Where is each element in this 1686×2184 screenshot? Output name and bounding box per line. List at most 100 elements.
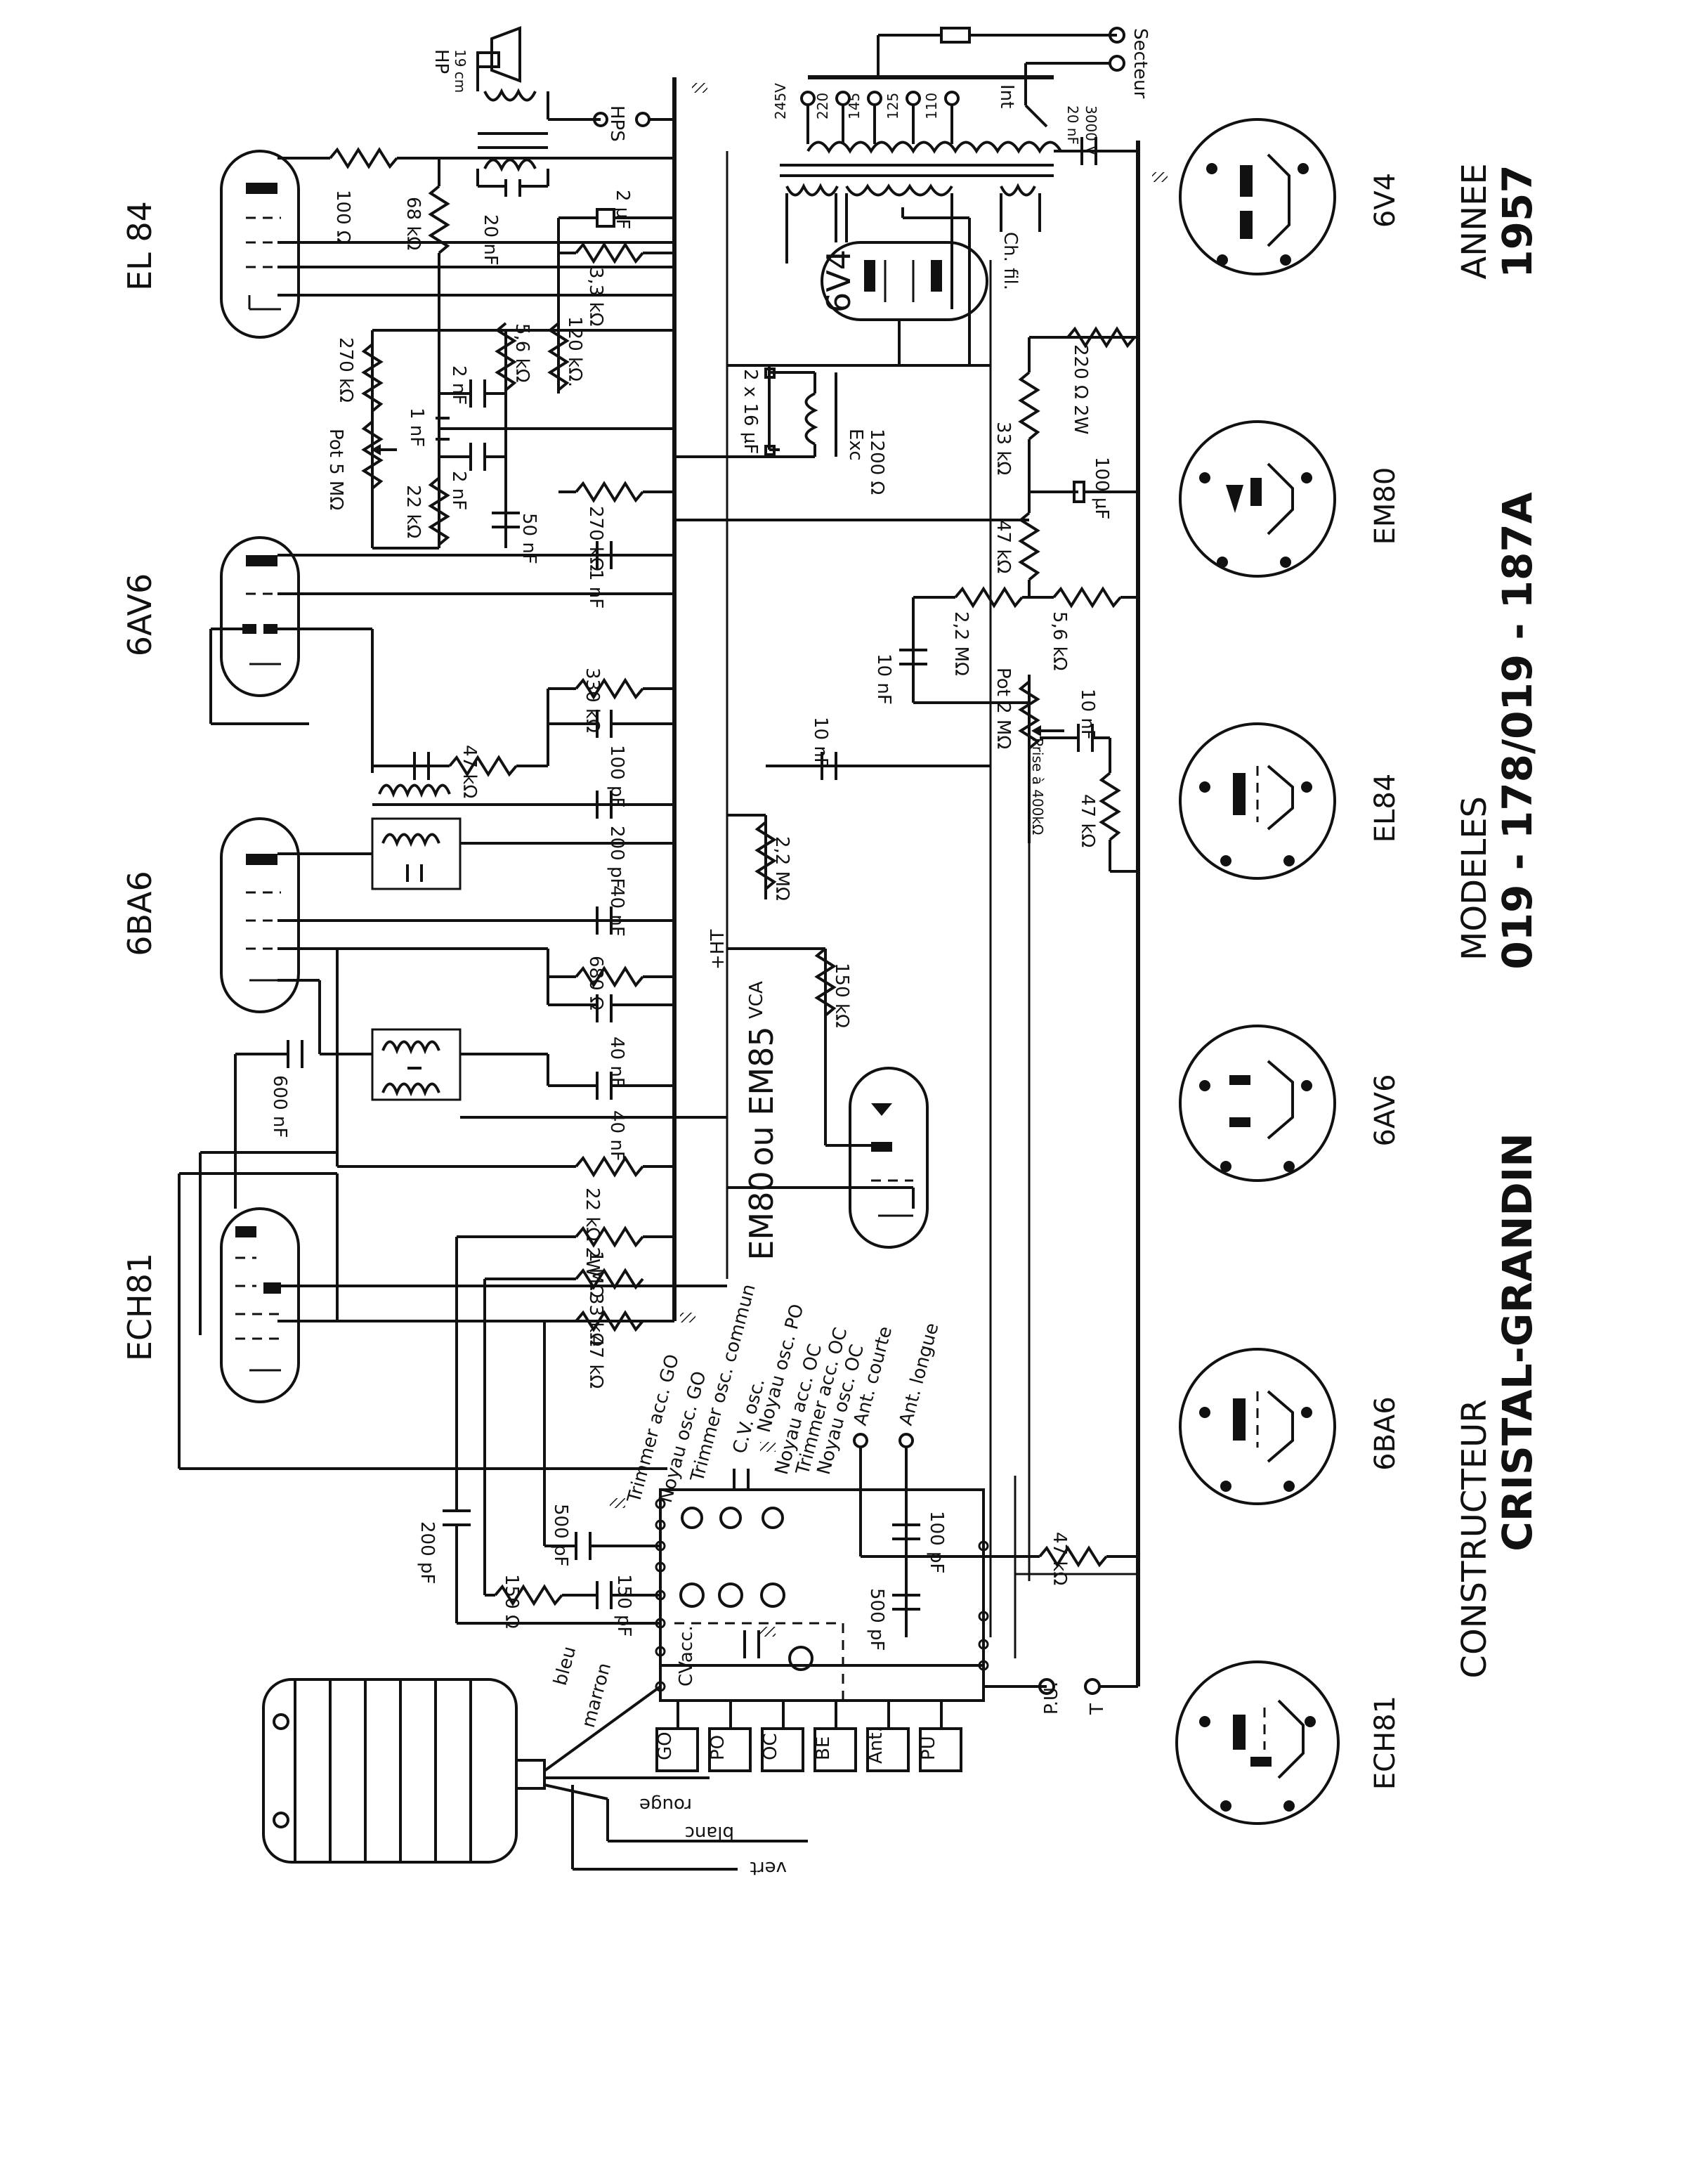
tube-ech81: ECH81 — [121, 1207, 300, 1403]
r-47k-d-label: 47 kΩ — [1077, 794, 1098, 847]
c-2nf-b-label: 2 nF — [448, 471, 469, 510]
base-6v4: 6V4 — [1179, 118, 1401, 275]
c-2x16-label: 2 x 16 µF — [740, 369, 761, 454]
c-100pf-a-label: 100 pF — [606, 745, 627, 807]
c-20nf-3000-label: 20 nF — [1064, 105, 1081, 145]
bus-lines — [672, 77, 1140, 1686]
caption-block: ANNEE 1957 MODELES 019 - 178/019 - 187A … — [1455, 163, 1541, 1678]
r-33k-fb-label: 3,3 kΩ — [585, 267, 606, 327]
tube-6ba6: 6BA6 — [121, 817, 300, 1013]
base-6av6: 6AV6 — [1179, 1025, 1401, 1182]
c-2nf-a-label: 2 nF — [448, 365, 469, 405]
tube-el84: EL 84 — [121, 150, 300, 339]
switch-key-ant: Ant. — [865, 1727, 910, 1772]
r-47k-a-label: 47 kΩ — [459, 745, 480, 798]
constructeur-label: CONSTRUCTEUR — [1455, 1399, 1494, 1678]
coil-label-cv-acc: CVacc. — [676, 1625, 697, 1686]
c-100pf-b-label: 100 pF — [926, 1511, 947, 1573]
base-label-el84: EL84 — [1369, 774, 1401, 843]
em80-indicator: 150 kΩ EM80 ou EM85 VCA +HT 2,2 MΩ 10 nF — [707, 717, 991, 1261]
c-200pf-a-label: 200 pF — [606, 826, 627, 888]
base-label-em80: EM80 — [1369, 467, 1401, 545]
base-label-6v4: 6V4 — [1369, 173, 1401, 228]
exc-label: Exc — [845, 429, 866, 461]
switch-key-po-label: PO — [707, 1735, 728, 1760]
annee-value: 1957 — [1494, 164, 1541, 278]
r-33k-c-label: 33 kΩ — [993, 422, 1014, 475]
switch-key-oc-label: OC — [760, 1733, 781, 1760]
exc-val-label: 1200 Ω — [866, 429, 887, 495]
secteur-label: Secteur — [1130, 28, 1151, 98]
wire-label-marron: marron — [578, 1660, 615, 1730]
v-3000-label: 3000 V — [1083, 105, 1099, 155]
modeles-value: 019 - 178/019 - 187A — [1494, 492, 1541, 969]
tube-label-em85: ou EM85 — [743, 1026, 780, 1166]
wire-label-vert: vert — [750, 1857, 787, 1878]
c-500pf-a-label: 500 pF — [550, 1504, 571, 1566]
int-label: Int — [996, 84, 1017, 108]
wire-label-rouge: rouge — [639, 1794, 692, 1815]
r-150-label: 150 Ω — [501, 1574, 522, 1629]
coil-label-ant-longue: Ant. longue — [896, 1321, 943, 1428]
c-500pf-b-label: 500 pF — [866, 1588, 887, 1651]
tube-label-6ba6: 6BA6 — [121, 871, 159, 956]
tap-label-4: 125 — [884, 93, 901, 119]
r-47k-c-label: 47 kΩ — [993, 520, 1014, 573]
tap-label-5: 110 — [923, 93, 940, 119]
t-label: T — [1087, 1703, 1108, 1715]
c-20nf-label: 20 nF — [480, 214, 501, 266]
wire-label-blanc: blanc — [685, 1822, 734, 1843]
base-el84: EL84 — [1179, 722, 1401, 880]
tube-label-em80: EM80 — [743, 1171, 780, 1260]
r-47k-b-label: 47 kΩ — [585, 1335, 606, 1389]
switch-key-pu: PU — [918, 1727, 962, 1772]
base-ech81: ECH81 — [1175, 1660, 1401, 1825]
pot-5m-label: Pot 5 MΩ — [325, 429, 346, 510]
ht-label: +HT — [707, 930, 728, 970]
tube-label-6v4: 6V4 — [820, 249, 858, 313]
vca-label: VCA — [746, 981, 767, 1019]
c-100uf-label: 100 µF — [1091, 457, 1112, 519]
r-5-6k-a-label: 5,6 kΩ — [511, 323, 532, 383]
r-2-2m-a-label: 2,2 MΩ — [950, 611, 972, 676]
prise-label: Prise à 400kΩ — [1029, 738, 1046, 835]
converter-ech81-stage: 1 MΩ 33 kΩ 47 kΩ 200 pF 500 pF 150 Ω 150… — [178, 1151, 727, 1637]
c-1nf-b-label: 1 nF — [585, 569, 606, 609]
c-200pf-b-label: 200 pF — [417, 1521, 438, 1584]
c-40nf-c-label: 40 nF — [606, 1110, 627, 1162]
annee-label: ANNEE — [1455, 163, 1494, 279]
tube-label-6av6: 6AV6 — [121, 573, 159, 657]
tap-label-1: 245V — [772, 83, 789, 119]
ground-symbols — [610, 83, 1168, 1637]
base-label-ech81: ECH81 — [1369, 1696, 1401, 1790]
tube-6av6: 6AV6 — [121, 536, 300, 697]
c-10nf-b-label: 10 nF — [1077, 689, 1098, 740]
base-label-6ba6: 6BA6 — [1369, 1396, 1401, 1471]
tube-label-el84: EL 84 — [121, 201, 159, 291]
tube-label-ech81: ECH81 — [121, 1253, 159, 1361]
c-10nf-a-label: 10 nF — [873, 654, 894, 705]
el84-output-stage: 100 Ω 68 kΩ 20 nF HP 19 cm HPS 2 µF — [277, 26, 674, 358]
base-label-6av6: 6AV6 — [1369, 1074, 1401, 1146]
r-120k-label: 120 kΩ. — [564, 316, 585, 387]
variable-capacitor-gang: bleu marron rouge blanc vert — [262, 1644, 808, 1878]
switch-key-pu-label: PU — [918, 1736, 939, 1760]
r-5-6k-b-label: 5,6 kΩ — [1049, 611, 1070, 671]
modeles-label: MODELES — [1455, 796, 1494, 961]
switch-key-po: PO — [707, 1727, 752, 1772]
tap-label-3: 145 — [846, 93, 863, 119]
hps-label: HPS — [606, 105, 627, 142]
coil-block: Trimmer acc. GO Noyau osc. GO Trimmer os… — [624, 1282, 1138, 1708]
coil-block-pins — [655, 1498, 989, 1692]
base-6ba6: 6BA6 — [1179, 1348, 1401, 1505]
hp-size-label: 19 cm — [452, 49, 469, 93]
switch-key-go-label: GO — [655, 1731, 676, 1760]
c-10nf-c-label: 10 nF — [810, 717, 831, 768]
switch-key-oc: OC — [760, 1727, 804, 1772]
power-supply: Secteur Int 20 nF 3000 V 245V 220 145 12… — [674, 27, 1151, 873]
pot-2m-label: Pot 2 MΩ — [993, 668, 1014, 749]
r-2-2m-b-label: 2,2 MΩ — [771, 836, 792, 901]
preamp-6av6-stage: 270 kΩ Pot 5 MΩ 22 kΩ 1 nF 2 nF 2 nF 5,6… — [209, 316, 674, 773]
detector-if-section: 330 kΩ 100 pF 47 kΩ 200 pF 40 nF 680 Ω 4… — [234, 668, 727, 1277]
